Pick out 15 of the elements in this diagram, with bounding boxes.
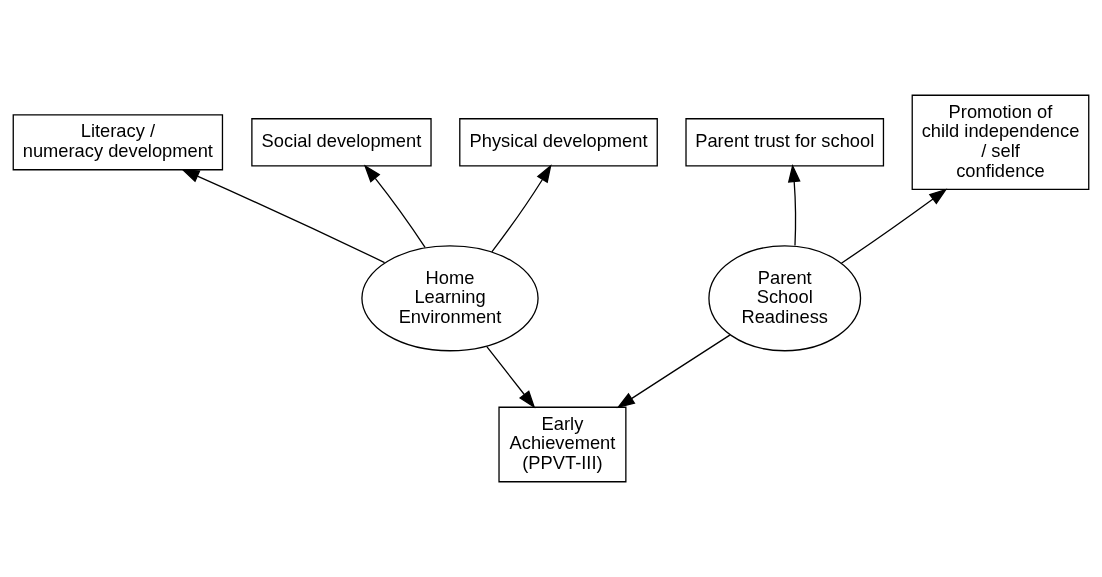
arrow xyxy=(840,188,948,264)
node-box: Physical development xyxy=(459,118,658,167)
node-box: Parent trust for school xyxy=(685,118,885,167)
arrow xyxy=(363,164,426,249)
node-box: Social development xyxy=(251,118,432,167)
node-box: Promotion of child independence / self confidence xyxy=(911,94,1090,191)
arrow xyxy=(486,345,536,409)
node-box: Early Achievement (PPVT-III) xyxy=(498,406,627,483)
node-ellipse: Home Learning Environment xyxy=(361,245,539,352)
node-box: Literacy / numeracy development xyxy=(12,114,224,171)
arrow xyxy=(491,164,552,253)
node-ellipse: Parent School Readiness xyxy=(708,245,862,352)
arrow xyxy=(181,169,386,264)
arrow xyxy=(787,163,801,247)
arrow xyxy=(616,334,731,409)
